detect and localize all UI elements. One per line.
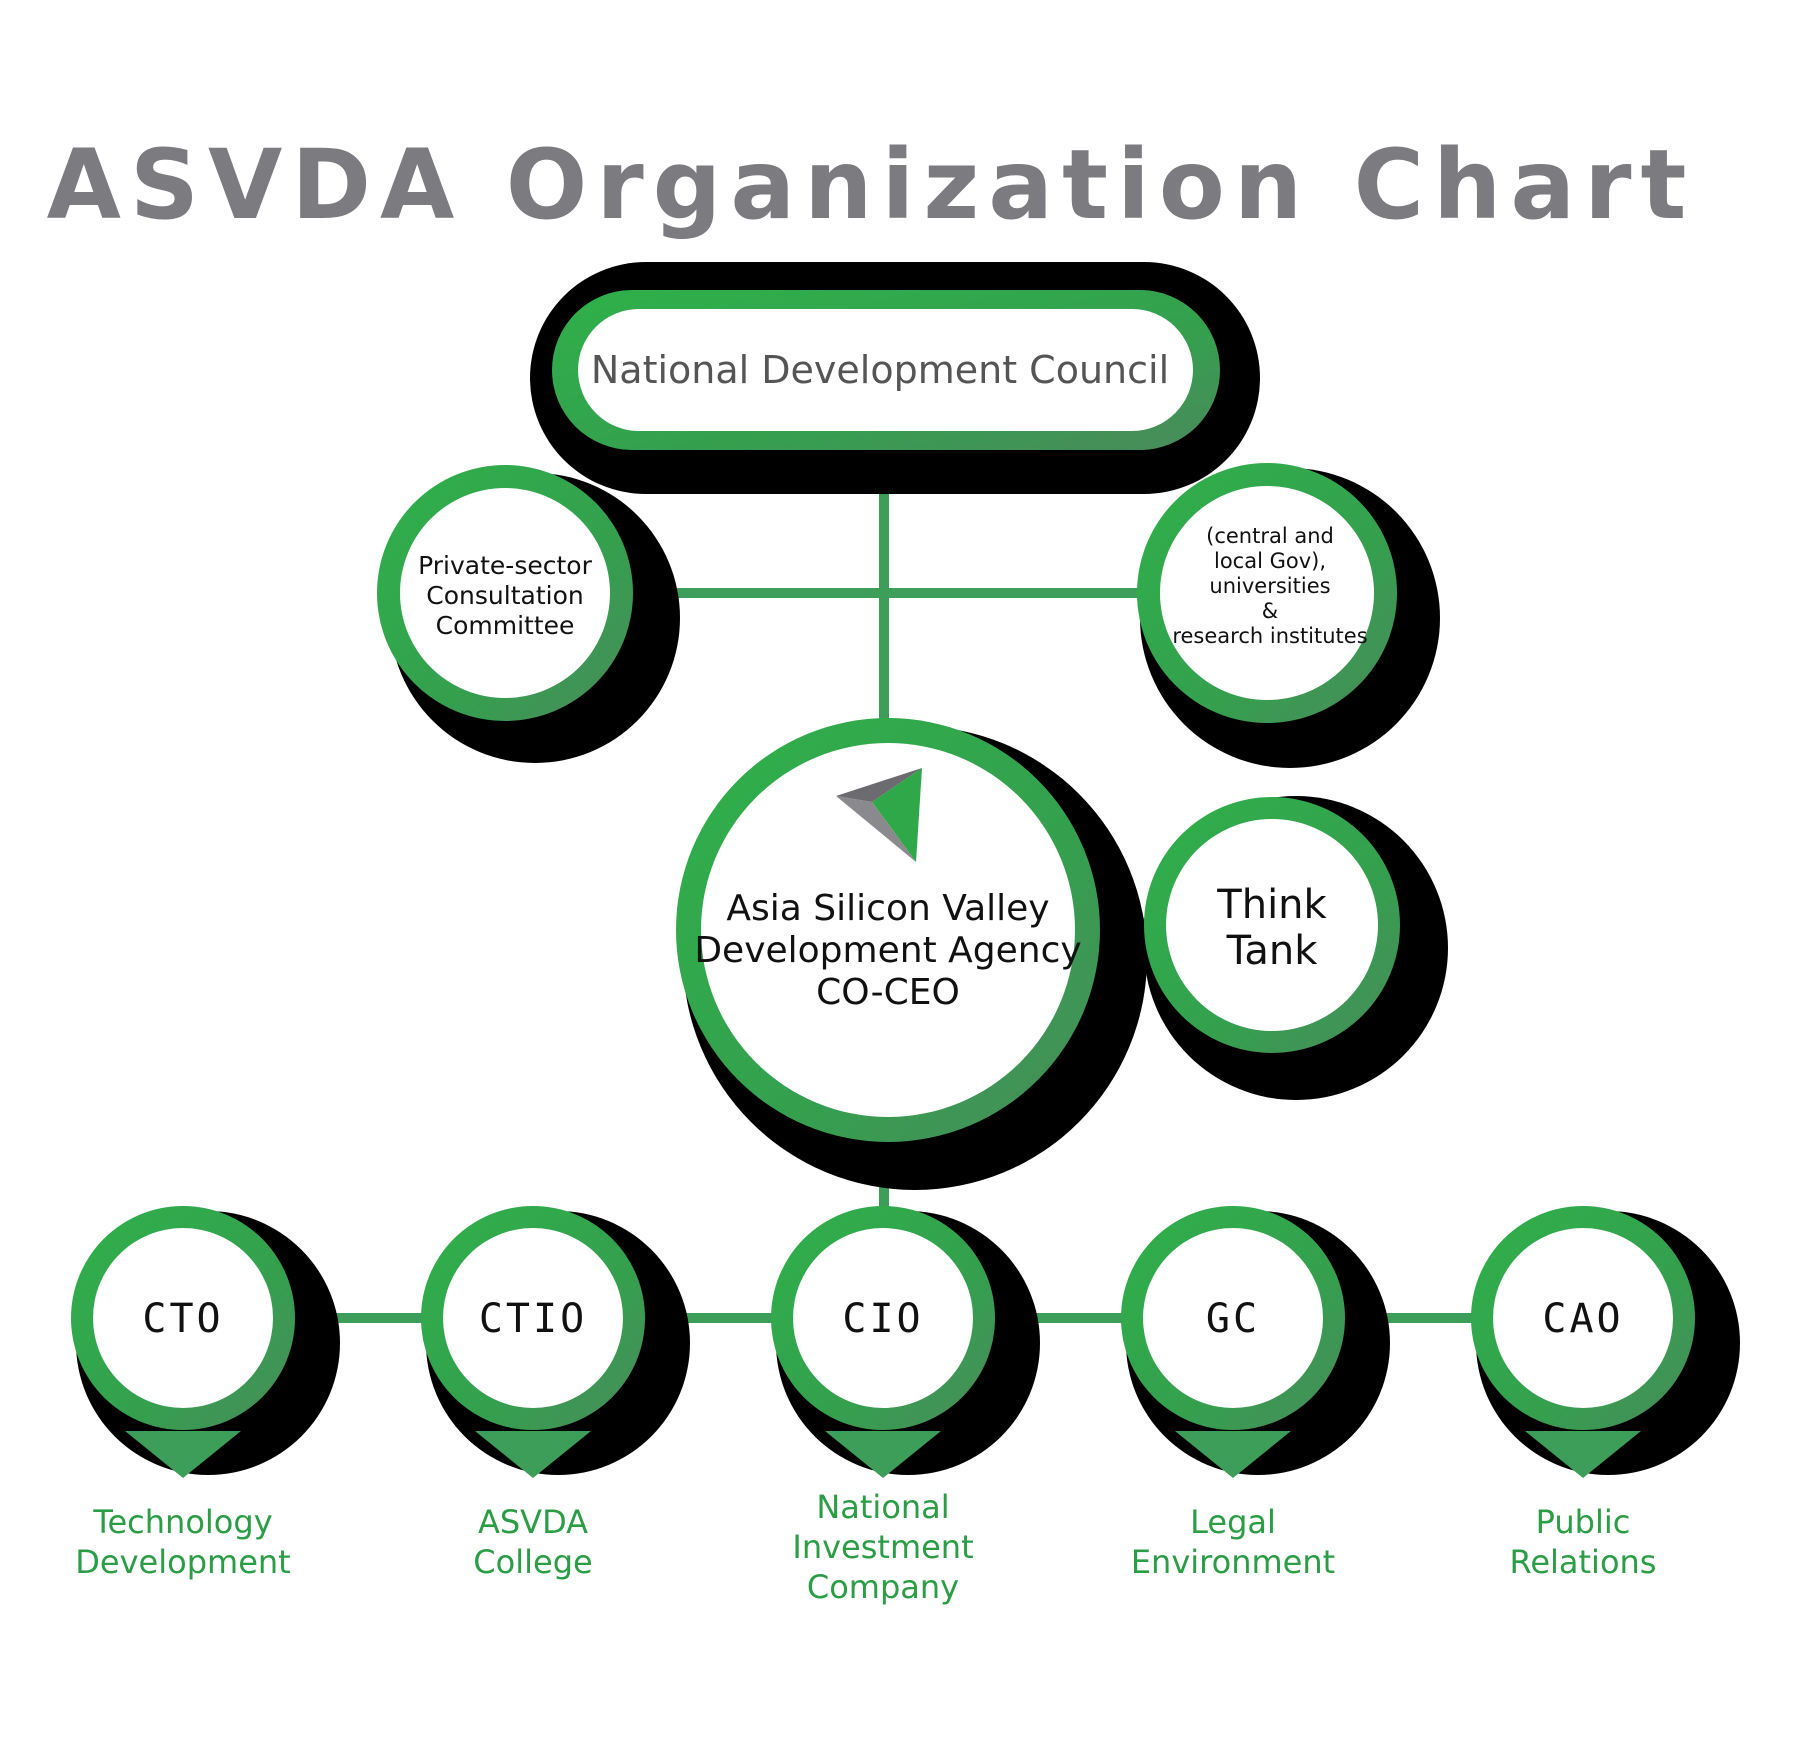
- chevron-down-icon: [1525, 1431, 1641, 1478]
- left-side-inner: [400, 488, 610, 698]
- right-side-line-1: (central and: [1206, 524, 1334, 548]
- center-line-1: Asia Silicon Valley: [726, 888, 1049, 929]
- executive-inner: [93, 1228, 273, 1408]
- department-label-line: College: [473, 1543, 592, 1581]
- right-side-line-3: universities: [1209, 574, 1330, 598]
- executive-inner: [793, 1228, 973, 1408]
- right-side-line-2: local Gov),: [1214, 549, 1326, 573]
- think-tank-node: Think Tank: [1144, 796, 1448, 1100]
- executive-inner: [1493, 1228, 1673, 1408]
- think-tank-line-1: Think: [1216, 882, 1327, 928]
- right-side-inner: [1160, 486, 1374, 700]
- ndc-inner: [578, 309, 1193, 431]
- right-side-line-4: &: [1262, 599, 1278, 623]
- department-label-line: National: [816, 1488, 949, 1526]
- asvda-arrow-logo-icon: [836, 768, 922, 862]
- department-label-line: ASVDA: [478, 1503, 588, 1541]
- department-label-line: Relations: [1510, 1543, 1657, 1581]
- ndc-label: National Development Council: [591, 348, 1169, 392]
- center-line-2: Development Agency: [694, 930, 1081, 971]
- department-label-line: Company: [807, 1568, 959, 1606]
- department-label-line: Technology: [92, 1503, 272, 1541]
- asvda-co-ceo-node: Asia Silicon Valley Development Agency C…: [676, 718, 1147, 1190]
- department-label-line: Investment: [792, 1528, 973, 1566]
- private-sector-committee-node: Private-sector Consultation Committee: [377, 465, 680, 763]
- left-side-line-2: Consultation: [426, 581, 583, 610]
- executive-inner: [443, 1228, 623, 1408]
- think-tank-line-2: Tank: [1226, 928, 1319, 974]
- department-label-line: Public: [1536, 1503, 1631, 1541]
- executive-label: CAO: [1542, 1296, 1623, 1342]
- executive-label: CTO: [142, 1296, 223, 1342]
- center-inner: [701, 743, 1075, 1117]
- department-label-line: Development: [75, 1543, 290, 1581]
- left-side-line-3: Committee: [436, 611, 575, 640]
- executive-inner: [1143, 1228, 1323, 1408]
- government-universities-node: (central and local Gov), universities & …: [1137, 463, 1440, 768]
- executive-label: CTIO: [479, 1296, 587, 1342]
- department-label-line: Environment: [1131, 1543, 1335, 1581]
- executive-label: GC: [1206, 1296, 1260, 1342]
- chevron-down-icon: [825, 1431, 941, 1478]
- chart-title: ASVDA Organization Chart: [47, 129, 1696, 241]
- chevron-down-icon: [125, 1431, 241, 1478]
- national-development-council-node: National Development Council: [530, 262, 1260, 494]
- executive-label: CIO: [842, 1296, 923, 1342]
- think-tank-inner: [1166, 819, 1378, 1031]
- center-line-3: CO-CEO: [816, 972, 960, 1013]
- chevron-down-icon: [1175, 1431, 1291, 1478]
- chevron-down-icon: [475, 1431, 591, 1478]
- department-label-line: Legal: [1190, 1503, 1276, 1541]
- left-side-line-1: Private-sector: [418, 551, 592, 580]
- right-side-line-5: research institutes: [1172, 624, 1367, 648]
